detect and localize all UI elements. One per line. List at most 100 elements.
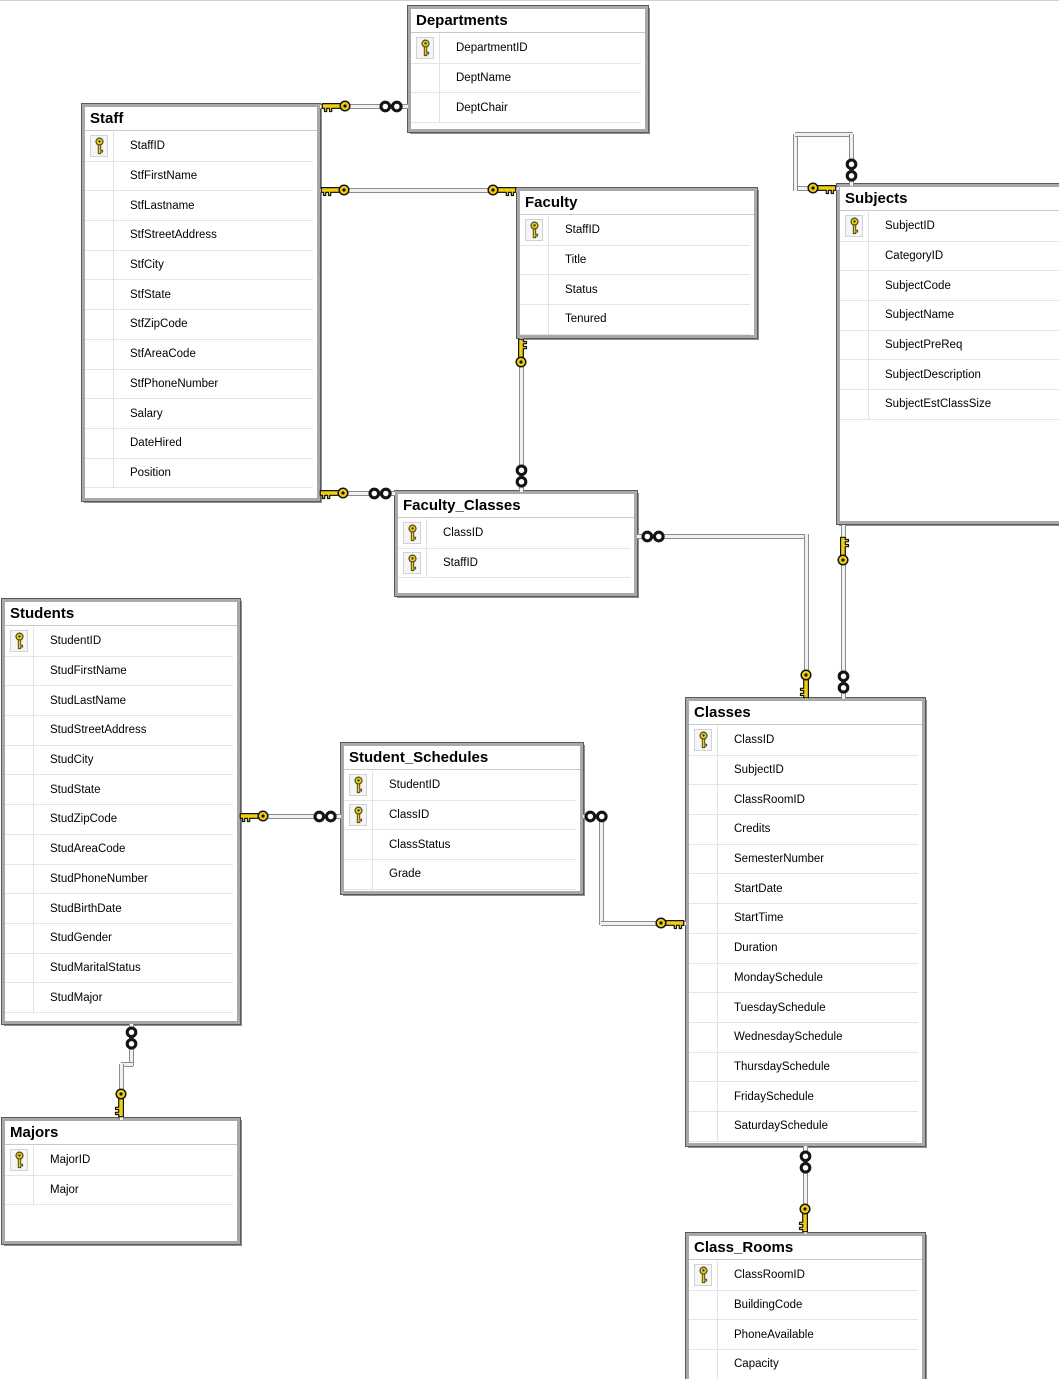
column-row[interactable]: CategoryID bbox=[840, 241, 1059, 272]
relationship-line-staff-departments[interactable] bbox=[320, 103, 408, 109]
column-row[interactable]: StudGender bbox=[5, 923, 233, 954]
relationship-line-students-student_schedules[interactable] bbox=[240, 813, 341, 819]
column-row[interactable]: StudPhoneNumber bbox=[5, 864, 233, 895]
column-row[interactable]: StfAreaCode bbox=[85, 339, 313, 370]
relationship-line-student_schedules-classes[interactable] bbox=[598, 814, 604, 925]
table-title[interactable]: Subjects bbox=[840, 187, 1059, 211]
column-row[interactable]: StudAreaCode bbox=[5, 834, 233, 865]
table-title[interactable]: Departments bbox=[411, 9, 645, 33]
column-row[interactable]: ClassRoomID bbox=[689, 785, 918, 816]
column-row[interactable]: StartDate bbox=[689, 874, 918, 905]
column-row[interactable]: StfCity bbox=[85, 250, 313, 281]
column-row[interactable]: Grade bbox=[344, 860, 576, 890]
column-row[interactable]: StudLastName bbox=[5, 686, 233, 717]
column-row[interactable]: StfFirstName bbox=[85, 161, 313, 192]
column-row[interactable]: StudentID bbox=[344, 771, 576, 801]
relationship-line-faculty_classes-classes[interactable] bbox=[637, 533, 808, 539]
relationship-line-classes-class_rooms[interactable] bbox=[802, 1146, 808, 1234]
column-row[interactable]: StfLastname bbox=[85, 191, 313, 222]
column-row[interactable]: StaffID bbox=[398, 548, 630, 579]
relationship-line-subjects-classes[interactable] bbox=[840, 525, 846, 699]
column-row[interactable]: BuildingCode bbox=[689, 1290, 918, 1321]
table-title[interactable]: Class_Rooms bbox=[689, 1236, 922, 1260]
column-row[interactable]: DeptChair bbox=[411, 93, 641, 124]
column-row[interactable]: Duration bbox=[689, 933, 918, 964]
column-row[interactable]: FridaySchedule bbox=[689, 1082, 918, 1112]
column-row[interactable]: Capacity bbox=[689, 1350, 918, 1379]
column-row[interactable]: StaffID bbox=[520, 216, 750, 246]
column-row[interactable]: SubjectEstClassSize bbox=[840, 390, 1059, 420]
relationship-line-student_schedules-classes[interactable] bbox=[601, 920, 686, 926]
table-title[interactable]: Students bbox=[5, 602, 237, 626]
column-row[interactable]: ClassID bbox=[398, 519, 630, 549]
column-row[interactable]: StudZipCode bbox=[5, 805, 233, 835]
column-row[interactable]: StudFirstName bbox=[5, 656, 233, 687]
column-row[interactable]: SubjectPreReq bbox=[840, 330, 1059, 361]
column-row[interactable]: SubjectCode bbox=[840, 271, 1059, 302]
column-row[interactable]: DepartmentID bbox=[411, 34, 641, 64]
column-row[interactable]: StudState bbox=[5, 775, 233, 806]
column-row[interactable]: WednesdaySchedule bbox=[689, 1022, 918, 1053]
column-row[interactable]: Title bbox=[520, 245, 750, 276]
column-row[interactable]: StudMajor bbox=[5, 983, 233, 1013]
column-row[interactable]: Position bbox=[85, 458, 313, 489]
column-row[interactable]: StudentID bbox=[5, 627, 233, 657]
table-title[interactable]: Classes bbox=[689, 701, 922, 725]
column-row[interactable]: StudStreetAddress bbox=[5, 716, 233, 746]
table-title[interactable]: Staff bbox=[85, 107, 317, 131]
table-title[interactable]: Faculty bbox=[520, 191, 754, 215]
column-row[interactable]: Tenured bbox=[520, 305, 750, 335]
column-row[interactable]: ThursdaySchedule bbox=[689, 1052, 918, 1083]
relationship-line-subjects-subjects-selfref[interactable] bbox=[792, 134, 798, 191]
column-row[interactable]: StudCity bbox=[5, 745, 233, 776]
column-row[interactable]: SubjectID bbox=[689, 755, 918, 786]
table-title[interactable]: Student_Schedules bbox=[344, 746, 580, 770]
column-row[interactable]: StfStreetAddress bbox=[85, 221, 313, 251]
column-row[interactable]: Major bbox=[5, 1175, 233, 1206]
column-row[interactable]: SubjectID bbox=[840, 212, 1059, 242]
column-row[interactable]: StudMaritalStatus bbox=[5, 953, 233, 984]
relationship-line-staff-faculty[interactable] bbox=[320, 187, 517, 193]
column-row[interactable]: StartTime bbox=[689, 904, 918, 934]
relationship-line-faculty-faculty_classes[interactable] bbox=[518, 338, 524, 492]
column-row[interactable]: StfPhoneNumber bbox=[85, 369, 313, 400]
column-row[interactable]: StfZipCode bbox=[85, 310, 313, 340]
relationship-line-faculty_classes-classes[interactable] bbox=[803, 534, 809, 699]
column-row[interactable]: DeptName bbox=[411, 63, 641, 94]
column-row[interactable]: ClassStatus bbox=[344, 830, 576, 861]
column-row[interactable]: Status bbox=[520, 275, 750, 306]
column-row[interactable]: StfState bbox=[85, 280, 313, 311]
column-row[interactable]: DateHired bbox=[85, 428, 313, 459]
column-row[interactable]: Salary bbox=[85, 399, 313, 429]
column-row[interactable]: StudBirthDate bbox=[5, 894, 233, 924]
column-row[interactable]: ClassID bbox=[344, 800, 576, 831]
column-row[interactable]: MajorID bbox=[5, 1146, 233, 1176]
column-row[interactable]: SemesterNumber bbox=[689, 844, 918, 875]
relationship-line-subjects-subjects-selfref[interactable] bbox=[795, 131, 853, 137]
relationship-line-students-majors[interactable] bbox=[121, 1061, 133, 1067]
table-title[interactable]: Majors bbox=[5, 1121, 237, 1145]
column-row[interactable]: TuesdaySchedule bbox=[689, 993, 918, 1023]
relationship-line-staff-faculty_classes[interactable] bbox=[320, 490, 395, 496]
column-row[interactable]: ClassID bbox=[689, 726, 918, 756]
column-row[interactable]: Credits bbox=[689, 815, 918, 845]
column-row[interactable]: SubjectDescription bbox=[840, 360, 1059, 391]
column-row[interactable]: SaturdaySchedule bbox=[689, 1111, 918, 1142]
column-row[interactable]: PhoneAvailable bbox=[689, 1320, 918, 1351]
column-row[interactable]: ClassRoomID bbox=[689, 1261, 918, 1291]
table-title[interactable]: Faculty_Classes bbox=[398, 494, 634, 518]
column-row[interactable]: StaffID bbox=[85, 132, 313, 162]
column-row[interactable]: MondaySchedule bbox=[689, 963, 918, 994]
column-row[interactable]: SubjectName bbox=[840, 301, 1059, 331]
